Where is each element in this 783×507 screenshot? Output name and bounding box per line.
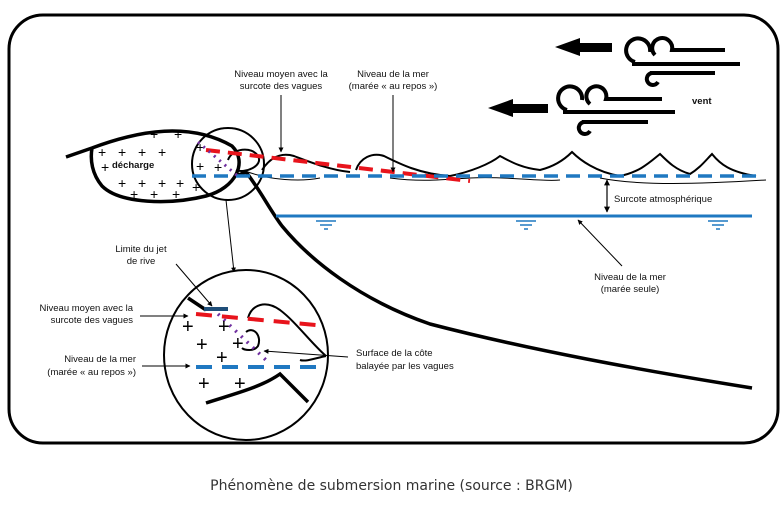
zoom-circle-inset bbox=[163, 269, 329, 441]
figure-caption: Phénomène de submersion marine (source :… bbox=[210, 478, 573, 494]
inset-mean-level-line bbox=[195, 312, 317, 327]
svg-text:+: + bbox=[182, 316, 194, 338]
wind-label: vent bbox=[692, 96, 712, 107]
svg-text:+: + bbox=[172, 186, 180, 202]
swash-limit-label-2: de rive bbox=[127, 256, 156, 267]
inset-wave bbox=[241, 303, 327, 362]
tide-only-label-2: (marée seule) bbox=[601, 284, 660, 295]
tide-only-label-1: Niveau de la mer bbox=[594, 272, 666, 283]
sea-level-inset-label-2: (marée « au repos ») bbox=[47, 367, 136, 378]
pointer-line bbox=[175, 263, 213, 307]
svg-text:+: + bbox=[196, 158, 204, 174]
plus-sign-icon: ++ ++ + ++ bbox=[182, 316, 246, 395]
wave-troughs bbox=[247, 171, 767, 184]
zoom-circle-small bbox=[191, 127, 265, 201]
wind-arrow-icon bbox=[555, 38, 612, 56]
water-level-icon bbox=[316, 220, 336, 230]
sea-level-inset-label-1: Niveau de la mer bbox=[64, 354, 136, 365]
svg-text:+: + bbox=[118, 175, 126, 191]
svg-text:+: + bbox=[150, 126, 158, 142]
landfill-shape bbox=[65, 129, 241, 204]
sea-level-top-label-2: (marée « au repos ») bbox=[349, 81, 438, 92]
diagram-frame bbox=[7, 13, 780, 445]
svg-text:+: + bbox=[138, 144, 146, 160]
submersion-diagram: vent ++ +++++ + ++++ ++++ ++ décharge Su… bbox=[7, 13, 780, 445]
svg-text:+: + bbox=[130, 186, 138, 202]
surcote-atmospherique-label: Surcote atmosphérique bbox=[614, 194, 712, 205]
svg-text:+: + bbox=[98, 144, 106, 160]
wind-gust-icon bbox=[488, 84, 675, 136]
svg-text:+: + bbox=[158, 144, 166, 160]
inset-coast bbox=[205, 371, 310, 405]
svg-text:+: + bbox=[196, 139, 204, 155]
mean-level-inset-label-2: surcote des vagues bbox=[51, 315, 134, 326]
svg-text:+: + bbox=[216, 347, 228, 369]
svg-text:+: + bbox=[198, 373, 210, 395]
pointer-line bbox=[263, 348, 349, 358]
plus-sign-icon: ++ +++++ + ++++ ++++ ++ bbox=[98, 126, 222, 202]
wave-crests bbox=[261, 150, 757, 178]
water-level-icon bbox=[708, 220, 728, 230]
swash-limit-label-1: Limite du jet bbox=[115, 244, 167, 255]
wind-gust-icon bbox=[555, 36, 740, 87]
svg-text:+: + bbox=[150, 186, 158, 202]
coastline bbox=[235, 169, 753, 390]
inset-connector bbox=[225, 199, 236, 273]
swept-surface-label-1: Surface de la côte bbox=[356, 348, 433, 359]
mean-level-inset-label-1: Niveau moyen avec la bbox=[40, 303, 134, 314]
inset-landfill-edge bbox=[187, 296, 207, 312]
water-level-icon bbox=[516, 220, 536, 230]
swept-surface-label-2: balayée par les vagues bbox=[356, 361, 454, 372]
svg-text:+: + bbox=[214, 159, 222, 175]
inset-swash-line bbox=[216, 312, 270, 364]
svg-text:+: + bbox=[232, 333, 244, 355]
svg-text:+: + bbox=[234, 373, 246, 395]
svg-text:+: + bbox=[176, 175, 184, 191]
svg-text:+: + bbox=[196, 334, 208, 356]
svg-text:+: + bbox=[118, 144, 126, 160]
mean-level-top-label-2: surcote des vagues bbox=[240, 81, 323, 92]
svg-text:+: + bbox=[174, 126, 182, 142]
landfill-label: décharge bbox=[112, 160, 154, 171]
mean-level-top-label-1: Niveau moyen avec la bbox=[234, 69, 328, 80]
svg-text:+: + bbox=[158, 175, 166, 191]
sea-level-top-label-1: Niveau de la mer bbox=[357, 69, 429, 80]
wind-arrow-icon bbox=[488, 99, 548, 117]
pointer-line bbox=[577, 219, 623, 267]
svg-text:+: + bbox=[192, 179, 200, 195]
svg-text:+: + bbox=[101, 159, 109, 175]
svg-text:+: + bbox=[138, 175, 146, 191]
svg-text:+: + bbox=[218, 316, 230, 338]
